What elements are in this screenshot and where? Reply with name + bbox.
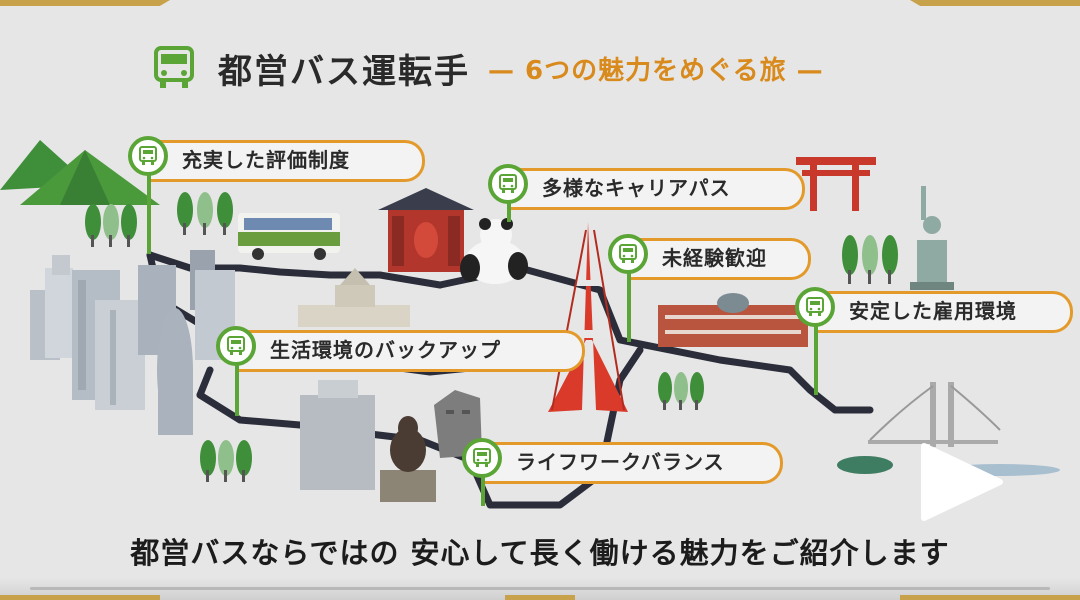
title-banner: 都営バス運転手 — 6つの魅力をめぐる旅 — [148,40,824,96]
torii-illustration [796,157,876,211]
feature-tag-stem [147,174,151,254]
bus-icon [462,438,502,478]
bus-icon [488,164,528,204]
feature-tag-label: 多様なキャリアパス [542,176,731,200]
video-caption: 都営バスならではの 安心して長く働ける魅力をご紹介します [130,536,950,570]
video-control-bar [0,578,1080,600]
panda-illustration [460,218,528,284]
mountains-illustration [0,140,160,205]
bus-icon [154,46,194,88]
feature-tag-stem [235,364,239,416]
diet-building-illustration [298,268,410,327]
bus-icon [128,136,168,176]
tokyo-station-illustration [658,293,808,347]
feature-tag-stem [814,325,818,395]
frame-corner-bottom-left [0,595,160,600]
feature-tag-label: 生活環境のバックアップ [270,338,501,362]
feature-tag-pill [630,238,811,280]
feature-tag-label: ライフワークバランス [516,450,725,474]
feature-tag-pill [238,330,585,372]
kaminarimon-illustration [378,188,474,272]
feature-tag-label: 安定した雇用環境 [849,299,1017,323]
bus-icon [795,287,835,327]
video-scrubber[interactable] [30,587,1050,590]
page-subtitle: — 6つの魅力をめぐる旅 — [488,55,824,86]
skyscrapers-illustration [30,250,235,435]
page-title: 都営バス運転手 [218,51,470,92]
feature-tag-pill [150,140,425,182]
feature-tag-pill [510,168,805,210]
frame-corner-bottom-right [900,595,1080,600]
feature-tag-label: 未経験歓迎 [662,246,767,270]
statue-of-liberty-illustration [910,186,954,290]
feature-tag-stem [627,272,631,342]
hachiko-statue-illustration [380,416,436,502]
bus-illustration [238,213,340,260]
feature-tag-label: 充実した評価制度 [182,148,350,172]
frame-corner-right [910,0,1080,6]
feature-tag-stem [481,476,485,506]
tokyo-tower-illustration [548,222,628,412]
frame-marker-bottom [505,595,575,600]
feature-tag-stem [507,202,511,222]
shibuya-building-illustration [300,380,375,490]
feature-tag-pill [817,291,1073,333]
trees-illustration [85,192,898,482]
bus-icon [608,234,648,274]
play-icon[interactable] [918,442,1004,522]
bus-icon [216,326,256,366]
feature-tag-pill [484,442,783,484]
frame-corner-left [0,0,170,6]
